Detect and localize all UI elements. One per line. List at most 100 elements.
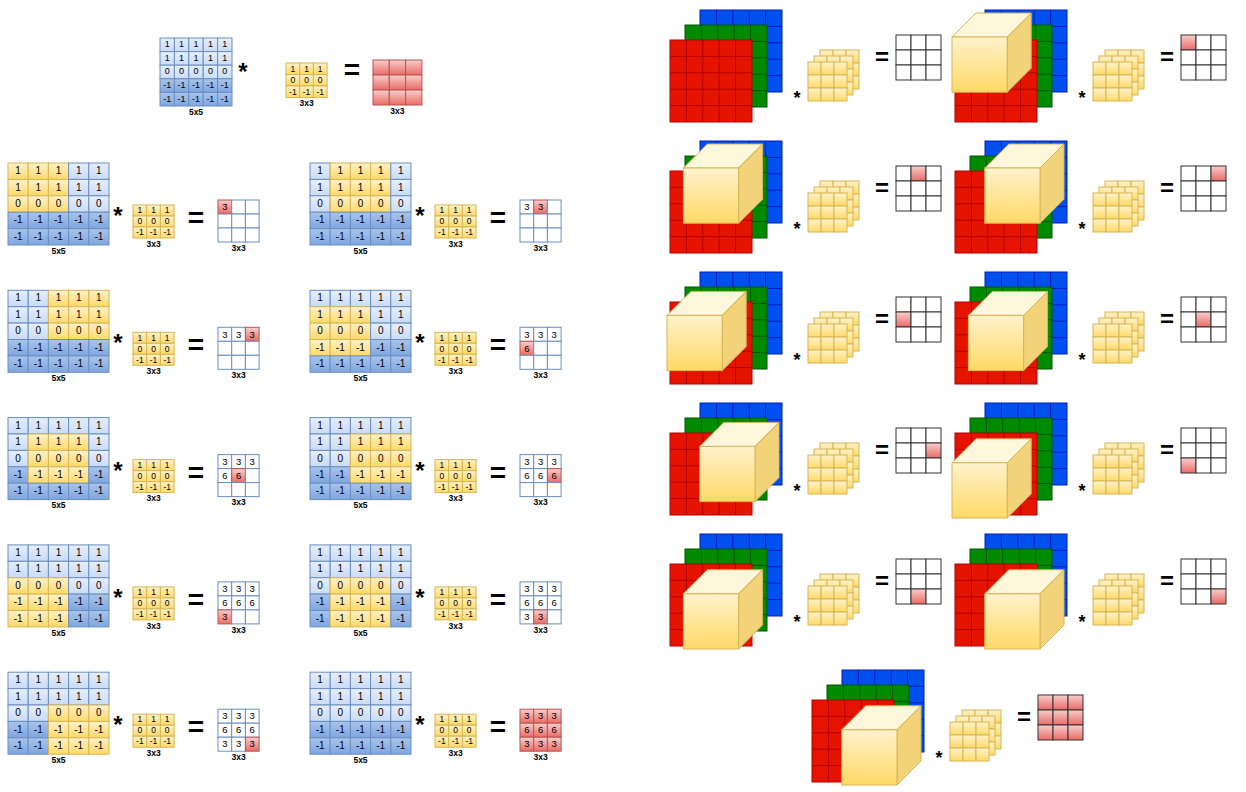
kernel-value: 1	[147, 460, 161, 471]
kernel-value: 1	[147, 205, 161, 216]
kernel-cell	[1106, 455, 1119, 468]
matrix-value: -1	[8, 340, 28, 356]
kernel-cell	[821, 193, 834, 206]
kernel-cell	[462, 460, 476, 471]
cube-front	[667, 315, 722, 370]
input-cell	[391, 721, 411, 737]
input-cell	[310, 545, 330, 561]
output-cell	[218, 596, 232, 610]
input-cell	[391, 561, 411, 577]
matrix-value: 1	[174, 52, 188, 66]
output-cell	[547, 341, 561, 355]
matrix-value: -1	[69, 229, 89, 245]
input-cell	[69, 594, 89, 610]
active-output-cell	[1053, 725, 1068, 740]
input-cell	[28, 340, 48, 356]
matrix-value: 1	[330, 179, 350, 195]
kernel-value: 1	[160, 460, 174, 471]
kernel-value: -1	[160, 736, 174, 747]
cube-side	[739, 144, 763, 223]
kernel-value: -1	[147, 482, 161, 493]
convolution-operator: *	[785, 477, 809, 505]
matrix-value: 1	[371, 434, 391, 450]
kernel-cell	[1119, 206, 1132, 219]
kernel-value: -1	[449, 736, 463, 747]
kernel-cell	[462, 725, 476, 736]
input-cell	[8, 434, 28, 450]
kernel-cell	[963, 735, 976, 748]
matrix-value: 1	[28, 545, 48, 561]
window-cell	[350, 196, 370, 212]
kernel-cell	[821, 350, 834, 363]
output-cell	[547, 355, 561, 369]
matrix-value: -1	[8, 721, 28, 737]
matrix-value: -1	[371, 356, 391, 372]
window-cell	[310, 340, 330, 356]
window-cell	[330, 578, 350, 594]
grid-line	[702, 40, 703, 122]
output-value: 3	[245, 327, 259, 341]
kernel-cell	[808, 324, 821, 337]
matrix-value: 1	[28, 290, 48, 306]
matrix-value: -1	[48, 467, 68, 483]
output-cell	[1211, 312, 1226, 327]
input-cell	[89, 611, 109, 627]
window-cell	[330, 179, 350, 195]
matrix-value: 0	[174, 65, 188, 79]
input-cell	[371, 705, 391, 721]
output-value: 3	[547, 455, 561, 469]
input-cell	[89, 163, 109, 179]
matrix-value: 1	[48, 434, 68, 450]
input-cell	[371, 545, 391, 561]
kernel-cell	[160, 460, 174, 471]
matrix-value: 1	[89, 290, 109, 306]
matrix-value: -1	[48, 721, 68, 737]
window-cell	[89, 721, 109, 737]
kernel-cell	[833, 63, 846, 76]
input-cell	[330, 229, 350, 245]
equals-sign: =	[1155, 305, 1179, 333]
window-cell	[310, 307, 330, 323]
matrix-value: -1	[69, 356, 89, 372]
kernel-value: 1	[435, 460, 449, 471]
matrix-value: 1	[48, 307, 68, 323]
kernel-value: 0	[449, 216, 463, 227]
matrix-value: -1	[350, 356, 370, 372]
kernel-cell	[821, 88, 834, 101]
convolution-operator: *	[1070, 346, 1094, 374]
input-cell	[89, 229, 109, 245]
kernel-cell	[300, 75, 314, 87]
kernel-cell	[1106, 612, 1119, 625]
kernel-value: 0	[449, 725, 463, 736]
input-cell	[350, 738, 370, 754]
kernel-cell	[1118, 325, 1131, 338]
output-value: 3	[218, 455, 232, 469]
input-cell	[203, 52, 217, 66]
input-cell	[371, 229, 391, 245]
input-cell	[69, 229, 89, 245]
input-cell	[310, 467, 330, 483]
matrix-value: 0	[69, 323, 89, 339]
matrix-value: 0	[189, 65, 203, 79]
kernel-cell	[160, 205, 174, 216]
output-cell	[911, 65, 926, 80]
output-cell	[1181, 574, 1196, 589]
output-value: 3	[232, 327, 246, 341]
output-cell	[1196, 35, 1211, 50]
kernel-cell	[435, 736, 449, 747]
matrix-value: -1	[371, 229, 391, 245]
matrix-value: 1	[391, 672, 411, 688]
active-output-cell	[389, 90, 405, 105]
output-value: 6	[245, 723, 259, 737]
kernel-cell	[808, 481, 821, 494]
grid-line	[955, 105, 1037, 106]
kernel-cell	[435, 343, 449, 354]
input-cell	[350, 721, 370, 737]
output-cell	[547, 596, 561, 610]
input-cell	[350, 705, 370, 721]
kernel-cell	[133, 205, 147, 216]
size-label: 3x3	[435, 366, 476, 376]
kernel-value: 1	[133, 714, 147, 725]
window-cell	[69, 290, 89, 306]
output-cell	[1211, 297, 1226, 312]
